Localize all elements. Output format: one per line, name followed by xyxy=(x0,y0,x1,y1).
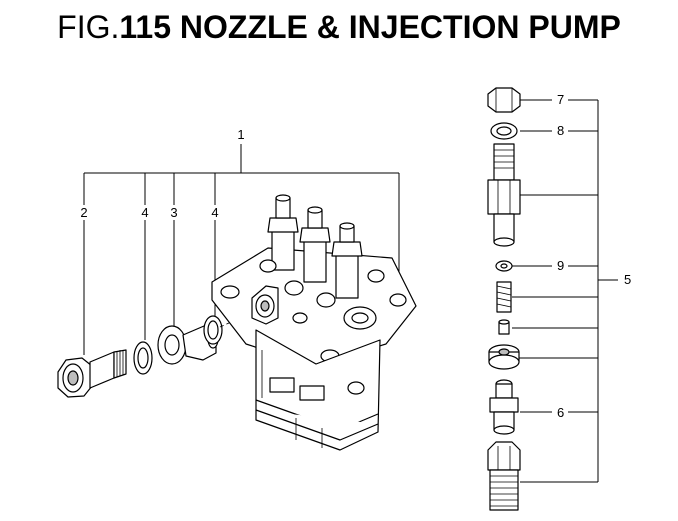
nozzle-gasket xyxy=(490,122,518,140)
nozzle-retaining-nut xyxy=(487,87,521,113)
distance-piece xyxy=(488,344,520,370)
figure-title-text: 115 NOZZLE & INJECTION PUMP xyxy=(119,9,621,45)
callout-8: 8 xyxy=(557,123,564,138)
pump-leader-lines xyxy=(83,144,400,355)
spring-seat xyxy=(498,319,510,335)
washer-right xyxy=(203,315,223,345)
callout-6: 6 xyxy=(557,405,564,420)
callout-5: 5 xyxy=(624,272,631,287)
callout-4-right: 4 xyxy=(211,205,218,220)
callout-1: 1 xyxy=(237,127,244,142)
nozzle-holder-body xyxy=(487,143,521,247)
delivery-valve-fitting xyxy=(57,349,127,398)
figure-title-prefix: FIG. xyxy=(57,9,120,45)
washer-left xyxy=(133,341,153,375)
callout-7: 7 xyxy=(557,92,564,107)
callout-2: 2 xyxy=(80,205,87,220)
nozzle-spring xyxy=(496,281,512,313)
injection-pump xyxy=(211,194,417,451)
callout-9: 9 xyxy=(557,258,564,273)
callout-4-left: 4 xyxy=(141,205,148,220)
callout-3: 3 xyxy=(170,205,177,220)
adjusting-washer xyxy=(495,260,513,272)
figure-title: FIG.115 NOZZLE & INJECTION PUMP xyxy=(0,2,678,52)
nozzle-nut xyxy=(487,441,521,511)
nozzle-leader-lines xyxy=(512,99,618,483)
nozzle-tip xyxy=(489,379,519,435)
